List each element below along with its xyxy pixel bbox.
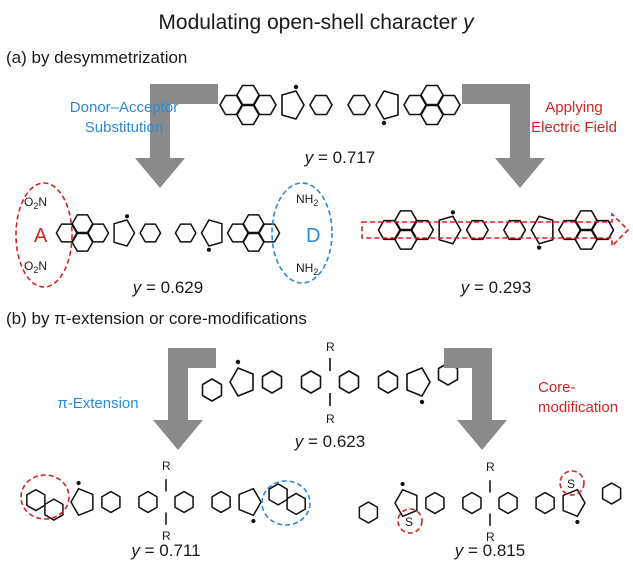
r-group-bottom-pi-ext: R [162, 529, 171, 543]
donor-highlight [271, 182, 333, 284]
y-value-parent-b: y = 0.623 [294, 432, 365, 451]
sulfur-highlight-right [559, 470, 585, 496]
sulfur-highlight-left [397, 508, 423, 534]
molecule-pi-extension [26, 479, 306, 525]
acceptor-highlight [15, 182, 73, 288]
r-group-top-parent-b: R [326, 340, 335, 354]
molecule-parent-b [201, 358, 459, 406]
label-core-mod-1: Core- [538, 379, 576, 396]
r-group-top-core: R [486, 460, 495, 474]
arrow-to-pi-extension [153, 348, 216, 450]
label-core-mod-2: modification [538, 399, 618, 416]
arrow-to-electric-field [462, 84, 545, 188]
figure-title: Modulating open-shell character y [158, 11, 475, 34]
label-pi-extension: π-Extension [57, 395, 138, 412]
section-b-heading: (b) by π-extension or core-modifications [6, 309, 307, 328]
pi-extension-highlight-right [261, 480, 311, 526]
section-a-heading: (a) by desymmetrization [6, 48, 187, 67]
r-group-bottom-parent-b: R [326, 412, 335, 426]
molecule-parent-a [220, 85, 460, 125]
sulfur-label-right: S [567, 477, 575, 491]
y-value-donor-acceptor: y = 0.629 [132, 278, 203, 297]
arrow-to-donor-acceptor [135, 84, 218, 188]
molecule-electric-field [378, 210, 613, 250]
y-value-parent-a: y = 0.717 [304, 148, 375, 167]
pi-extension-highlight-left [20, 474, 70, 520]
label-donor-acceptor-2: Substitution [85, 119, 163, 136]
r-group-top-pi-ext: R [162, 459, 171, 473]
nitro-group-top: O2N [24, 195, 47, 211]
amine-group-top: NH2 [296, 192, 318, 208]
label-donor-acceptor-1: Donor–Acceptor [70, 99, 178, 116]
electric-field-arrow [361, 212, 630, 248]
label-electric-field-1: Applying [545, 99, 603, 116]
amine-group-bottom: NH2 [296, 261, 318, 277]
r-group-bottom-core: R [486, 530, 495, 544]
sulfur-label-left: S [405, 515, 413, 529]
nitro-group-bottom: O2N [24, 259, 47, 275]
acceptor-label: A [34, 225, 48, 247]
y-value-electric-field: y = 0.293 [460, 278, 531, 297]
molecule-donor-acceptor [56, 214, 279, 252]
label-electric-field-2: Electric Field [531, 119, 617, 136]
arrow-to-core-modification [444, 348, 507, 450]
molecule-core-modification [358, 480, 622, 526]
donor-label: D [306, 225, 320, 247]
y-value-core-modification: y = 0.815 [454, 541, 525, 560]
y-value-pi-extension: y = 0.711 [130, 541, 200, 560]
